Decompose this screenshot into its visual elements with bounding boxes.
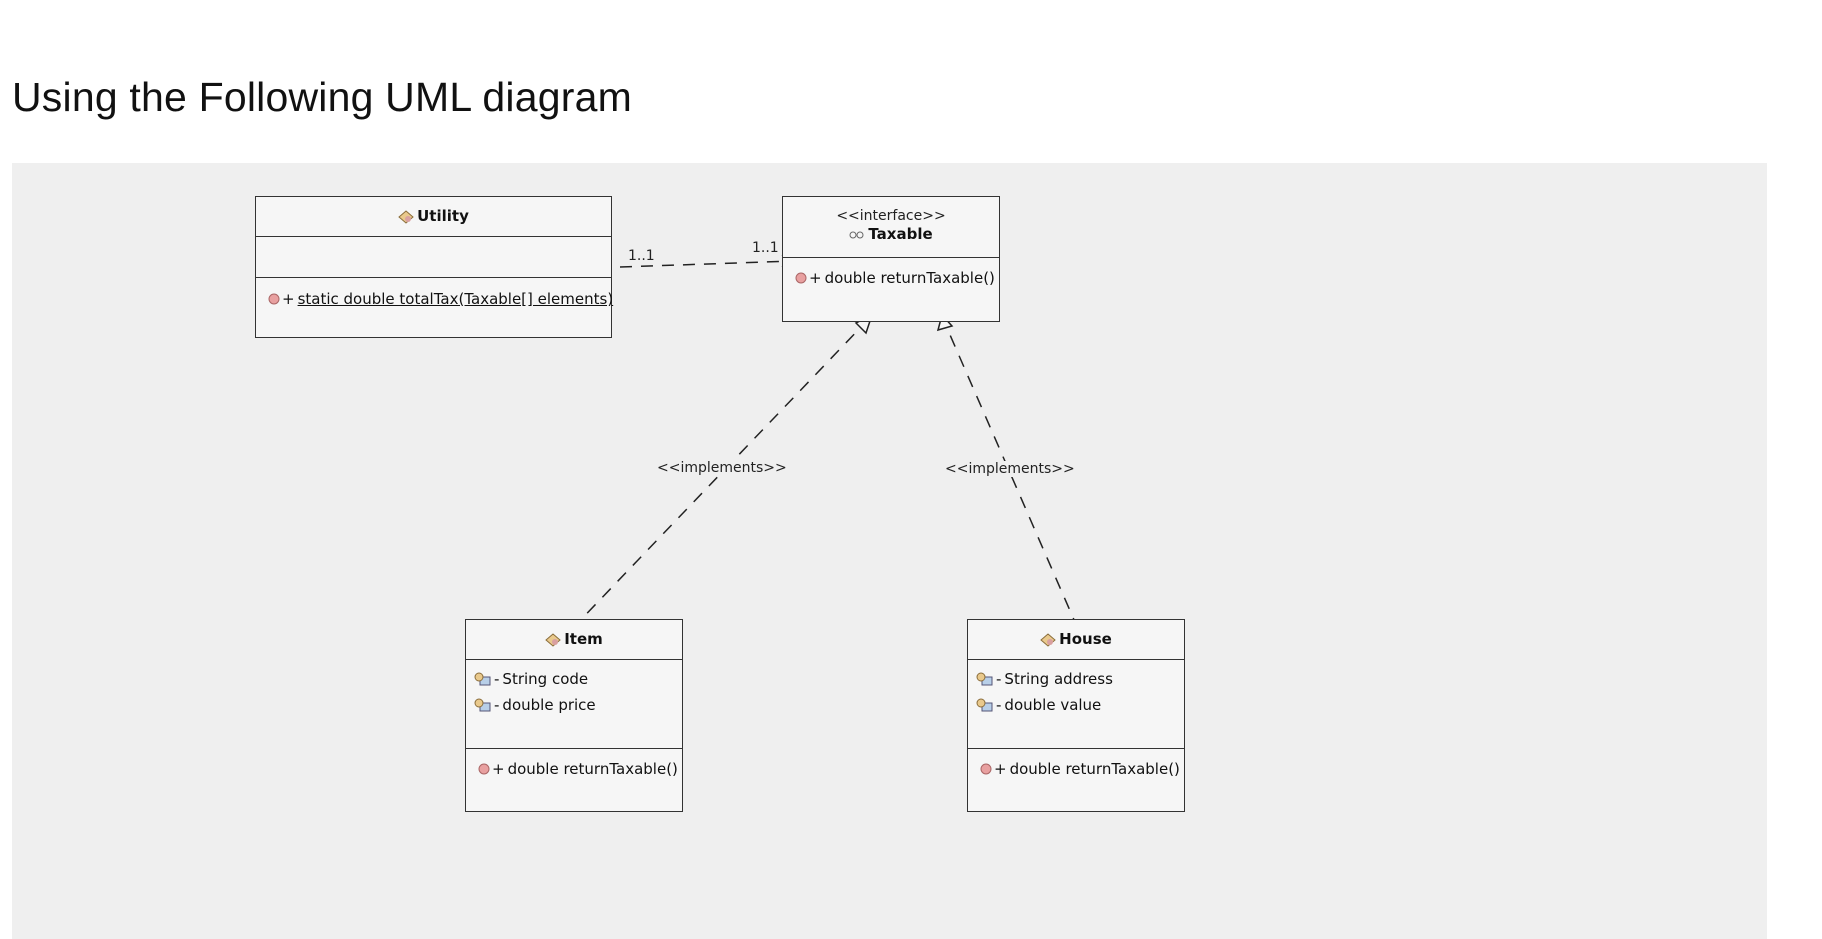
house-realization-label: <<implements>> xyxy=(945,461,1075,477)
association-target-multiplicity: 1..1 xyxy=(752,240,779,256)
item-class-name: Item xyxy=(564,630,603,648)
utility-attributes-section xyxy=(256,237,611,278)
item-method-row: + double returnTaxable() xyxy=(478,760,678,778)
method-icon xyxy=(478,763,490,775)
house-realization-line xyxy=(946,327,1079,630)
interface-icon xyxy=(849,231,864,238)
method-visibility: + xyxy=(282,290,295,308)
method-icon xyxy=(795,272,807,284)
field-icon xyxy=(474,698,491,712)
attribute-visibility: - xyxy=(494,670,500,688)
attribute-signature: double price xyxy=(502,696,596,714)
attribute-visibility: - xyxy=(996,696,1002,714)
field-icon xyxy=(976,672,993,686)
field-icon xyxy=(474,672,491,686)
taxable-method-row: + double returnTaxable() xyxy=(795,269,995,287)
attribute-visibility: - xyxy=(996,670,1002,688)
utility-class-box[interactable]: Utility + static double totalTax(Taxable… xyxy=(255,196,613,338)
attribute-visibility: - xyxy=(494,696,500,714)
taxable-name-section: <<interface>> Taxable xyxy=(783,197,999,258)
house-method-row: + double returnTaxable() xyxy=(980,760,1180,778)
item-methods-section: + double returnTaxable() xyxy=(466,749,682,811)
item-attribute-row: - double price xyxy=(474,696,596,714)
method-signature: static double totalTax(Taxable[] element… xyxy=(297,290,614,308)
house-class-box[interactable]: House - String address - double value + … xyxy=(967,619,1185,812)
house-attributes-section: - String address - double value xyxy=(968,660,1184,749)
method-signature: double returnTaxable() xyxy=(1009,760,1180,778)
taxable-interface-box[interactable]: <<interface>> Taxable + double returnTax… xyxy=(782,196,1000,322)
item-realization-line xyxy=(571,324,864,630)
house-class-name: House xyxy=(1059,630,1112,648)
utility-name-section: Utility xyxy=(256,197,611,237)
method-signature: double returnTaxable() xyxy=(824,269,995,287)
house-name-section: House xyxy=(968,620,1184,660)
uml-diagram-canvas: Utility + static double totalTax(Taxable… xyxy=(12,163,1767,939)
association-source-multiplicity: 1..1 xyxy=(628,248,655,264)
utility-method-row: + static double totalTax(Taxable[] eleme… xyxy=(268,290,613,308)
attribute-signature: String code xyxy=(502,670,589,688)
item-attribute-row: - String code xyxy=(474,670,588,688)
method-icon xyxy=(980,763,992,775)
method-signature: double returnTaxable() xyxy=(507,760,678,778)
class-icon xyxy=(1040,632,1056,647)
item-name-section: Item xyxy=(466,620,682,660)
association-line xyxy=(619,260,795,268)
field-icon xyxy=(976,698,993,712)
attribute-signature: double value xyxy=(1004,696,1102,714)
interface-stereotype: <<interface>> xyxy=(836,208,946,224)
house-attribute-row: - double value xyxy=(976,696,1101,714)
method-visibility: + xyxy=(994,760,1007,778)
utility-class-name: Utility xyxy=(417,207,469,225)
item-class-box[interactable]: Item - String code - double price + doub… xyxy=(465,619,683,812)
page-title: Using the Following UML diagram xyxy=(12,74,632,120)
class-icon xyxy=(398,209,414,224)
taxable-methods-section: + double returnTaxable() xyxy=(783,258,999,320)
utility-methods-section: + static double totalTax(Taxable[] eleme… xyxy=(256,278,613,336)
method-visibility: + xyxy=(809,269,822,287)
house-methods-section: + double returnTaxable() xyxy=(968,749,1184,811)
attribute-signature: String address xyxy=(1004,670,1113,688)
item-attributes-section: - String code - double price xyxy=(466,660,682,749)
method-visibility: + xyxy=(492,760,505,778)
method-icon xyxy=(268,293,280,305)
house-attribute-row: - String address xyxy=(976,670,1113,688)
taxable-interface-name: Taxable xyxy=(868,225,933,243)
item-realization-label: <<implements>> xyxy=(657,460,787,476)
class-icon xyxy=(545,632,561,647)
